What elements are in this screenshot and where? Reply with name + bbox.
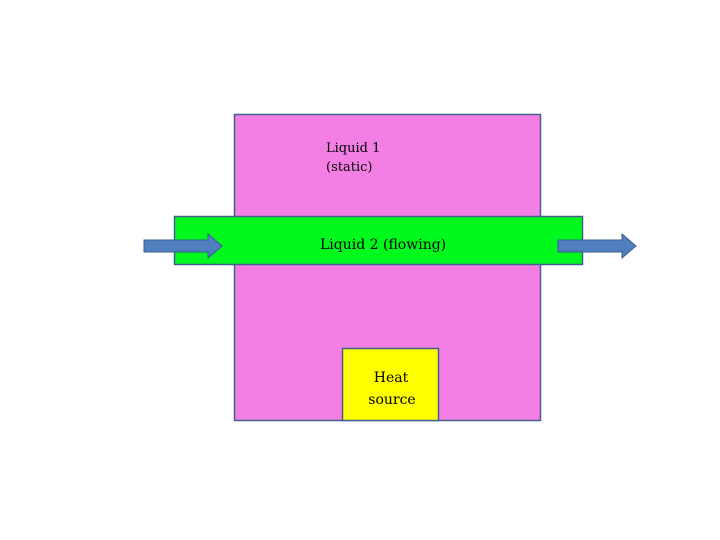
liquid-1-label-line2: (static) <box>326 160 372 175</box>
outflow-arrow-icon <box>557 232 637 260</box>
heat-source-label-line2: source <box>368 392 415 408</box>
liquid-1-label-line1: Liquid 1 <box>326 141 380 156</box>
inflow-arrow-icon <box>143 232 223 260</box>
heat-source <box>341 347 440 422</box>
liquid-2-pipe <box>173 215 584 266</box>
liquid-2-label: Liquid 2 (flowing) <box>320 237 446 253</box>
heat-source-label-line1: Heat <box>374 370 409 386</box>
